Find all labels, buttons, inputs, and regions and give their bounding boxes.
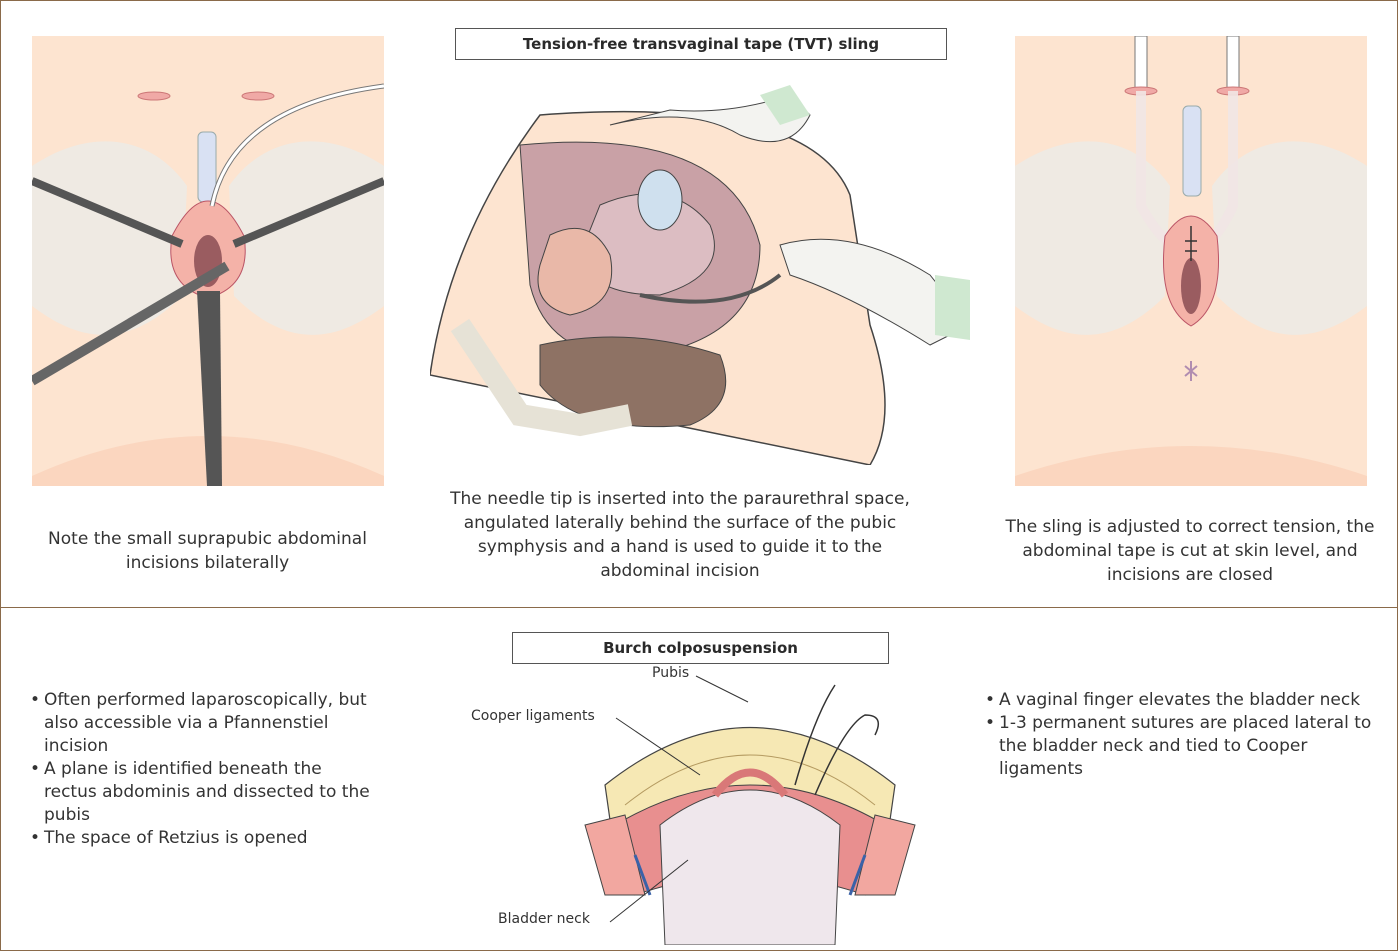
label-leader-lines (0, 0, 1398, 951)
